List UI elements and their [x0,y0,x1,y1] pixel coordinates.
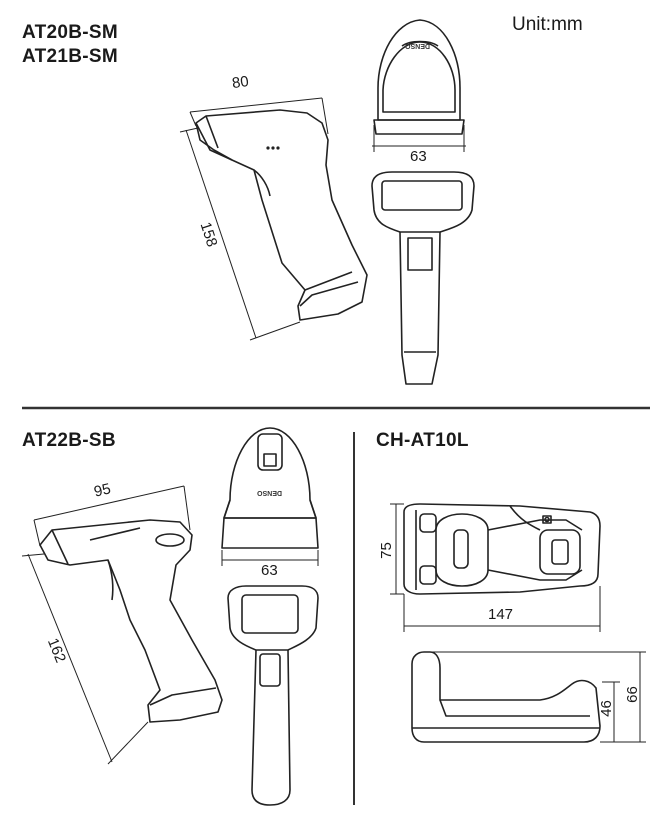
dim-charger-length: 147 [488,606,514,623]
at22-top-dimension-lines [221,550,319,566]
at20-side-dimension-lines [179,97,329,341]
at22-top-view [221,427,319,549]
at22-side-view [39,519,223,723]
model-title-at22: AT22B-SB [22,430,116,451]
at20-side-view [195,109,368,321]
at22-bottom-view [227,585,319,806]
dim-charger-height-high: 66 [623,686,641,703]
at20-logo: DENSO [405,42,430,49]
model-title-ch-at10l: CH-AT10L [376,430,469,451]
at20-bottom-view [371,171,475,385]
unit-label: Unit:mm [512,14,583,35]
at22-side-dimension-lines [21,485,191,765]
dim-charger-depth: 75 [377,542,395,559]
dim-charger-height-low: 46 [597,700,615,717]
charger-side-dimension-lines [430,651,646,743]
at20-top-view [373,19,465,135]
charger-top-view [403,503,601,595]
at22-logo: DENSO [257,489,282,496]
charger-top-dimension-lines [390,503,601,632]
dim-at20-width: 63 [410,148,427,165]
at20-top-dimension-lines [372,125,466,152]
model-title-at20: AT20B-SM [22,22,118,43]
dim-at22-width: 63 [261,562,278,579]
model-title-at21: AT21B-SM [22,46,118,67]
dim-at20-length: 80 [230,72,250,93]
charger-side-view [411,651,601,743]
